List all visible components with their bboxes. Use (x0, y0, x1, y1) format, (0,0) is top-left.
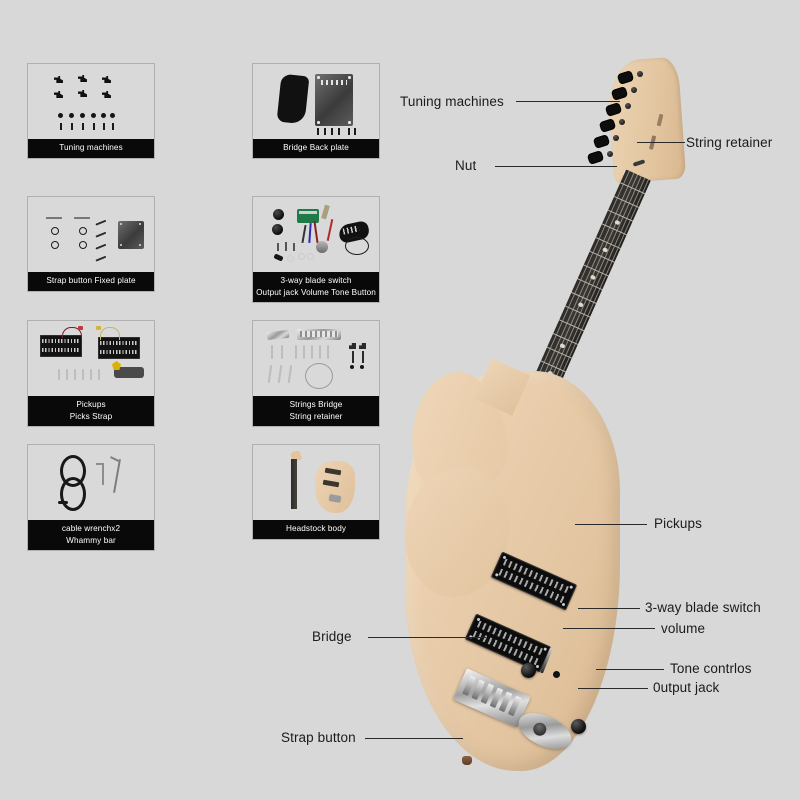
tuner-post (637, 71, 643, 77)
headstock-logo (656, 113, 664, 127)
tuner-post (607, 151, 613, 157)
leader-volume (563, 628, 655, 629)
card-label-tuning-machines: Tuning machines (28, 139, 154, 158)
leader-output-jack (578, 688, 648, 689)
callout-nut: Nut (455, 158, 477, 173)
parts-card-headstock-body[interactable]: Headstock body (252, 444, 380, 540)
tuner-post (619, 119, 625, 125)
leader-string-retainer (637, 142, 685, 143)
parts-card-pickups-picks[interactable]: Pickups Picks Strap (27, 320, 155, 427)
card-image-headstock-body (253, 445, 379, 520)
leader-bridge (368, 637, 486, 638)
tone-knob[interactable] (571, 719, 586, 734)
callout-strap-button: Strap button (281, 730, 356, 745)
card-label-pickups-picks: Pickups Picks Strap (28, 396, 154, 426)
card-image-tuning-machines (28, 64, 154, 139)
callout-blade-switch: 3-way blade switch (645, 600, 761, 615)
leader-tone-controls (596, 669, 664, 670)
parts-card-electronics[interactable]: 3-way blade switch Output jack Volume To… (252, 196, 380, 303)
volume-knob[interactable] (521, 663, 536, 678)
guitar-illustration (396, 55, 725, 771)
callout-string-retainer: String retainer (686, 135, 773, 150)
card-label-strap-fixed-plate: Strap button Fixed plate (28, 272, 154, 291)
blade-switch-tip[interactable] (553, 671, 560, 678)
card-label-cable-wrench: cable wrenchx2 Whammy bar (28, 520, 154, 550)
pickup-neck (490, 551, 578, 611)
leader-tuning-machines (516, 101, 620, 102)
card-image-strings-bridge (253, 321, 379, 396)
leader-pickups (575, 524, 647, 525)
parts-card-strap-fixed-plate[interactable]: Strap button Fixed plate (27, 196, 155, 292)
card-image-bridge-back-plate (253, 64, 379, 139)
callout-output-jack: 0utput jack (653, 680, 720, 695)
tuner-post (613, 135, 619, 141)
tuner-peg (587, 151, 604, 164)
tuner-post (631, 87, 637, 93)
pickup-bridge (464, 613, 552, 673)
card-image-pickups-picks (28, 321, 154, 396)
lower-horn (396, 460, 518, 604)
output-jack-hole[interactable] (531, 720, 549, 738)
strap-button (462, 756, 472, 765)
card-image-electronics (253, 197, 379, 272)
card-label-strings-bridge: Strings Bridge String retainer (253, 396, 379, 426)
card-label-bridge-back-plate: Bridge Back plate (253, 139, 379, 158)
card-label-electronics: 3-way blade switch Output jack Volume To… (253, 272, 379, 302)
callout-pickups: Pickups (654, 516, 702, 531)
callout-volume: volume (661, 621, 706, 636)
leader-blade-switch (578, 608, 640, 609)
card-image-strap-fixed-plate (28, 197, 154, 272)
parts-card-tuning-machines[interactable]: Tuning machines (27, 63, 155, 159)
callout-bridge: Bridge (312, 629, 352, 644)
leader-nut (495, 166, 617, 167)
parts-card-cable-wrench[interactable]: cable wrenchx2 Whammy bar (27, 444, 155, 551)
tuner-peg (593, 135, 610, 148)
card-image-cable-wrench (28, 445, 154, 520)
callout-tuning-machines: Tuning machines (400, 94, 504, 109)
guitar-body (396, 358, 620, 771)
parts-card-strings-bridge[interactable]: Strings Bridge String retainer (252, 320, 380, 427)
card-label-headstock-body: Headstock body (253, 520, 379, 539)
parts-card-bridge-back-plate[interactable]: Bridge Back plate (252, 63, 380, 159)
callout-tone-controls: Tone contrlos (670, 661, 752, 676)
tuner-post (625, 103, 631, 109)
leader-strap-button (365, 738, 463, 739)
